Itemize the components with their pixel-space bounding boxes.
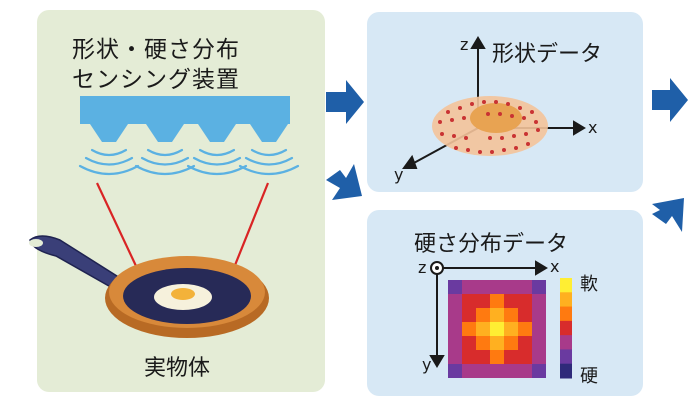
heatmap-cell bbox=[476, 350, 490, 364]
arrow-up-right-icon bbox=[652, 198, 684, 232]
heatmap-cell bbox=[504, 308, 518, 322]
shape-axis-x-label: x bbox=[588, 118, 597, 137]
heatmap-cell bbox=[448, 350, 462, 364]
colorbar-segment bbox=[560, 292, 572, 308]
heatmap-cell bbox=[448, 308, 462, 322]
heatmap-cell bbox=[462, 308, 476, 322]
heatmap-cell bbox=[518, 294, 532, 308]
flow-arrows bbox=[326, 78, 688, 232]
colorbar-segment bbox=[560, 278, 572, 293]
shape-axis-y-label: y bbox=[394, 165, 403, 184]
hardness-axis-x-label: x bbox=[550, 257, 559, 276]
heatmap-cell bbox=[448, 322, 462, 336]
heatmap-cell bbox=[532, 308, 546, 322]
heatmap-cell bbox=[490, 336, 504, 350]
arrow-down-right-icon bbox=[326, 164, 362, 200]
heatmap-cell bbox=[532, 364, 546, 378]
arrow-right-icon bbox=[326, 80, 364, 124]
heatmap-cell bbox=[518, 322, 532, 336]
heatmap-cell bbox=[518, 280, 532, 294]
heatmap-cell bbox=[490, 322, 504, 336]
heatmap-cell bbox=[490, 308, 504, 322]
heatmap-cell bbox=[504, 364, 518, 378]
heatmap-cell bbox=[504, 322, 518, 336]
heatmap-cell bbox=[532, 294, 546, 308]
heatmap-cell bbox=[504, 336, 518, 350]
heatmap-cell bbox=[532, 280, 546, 294]
device-title-line2: センシング装置 bbox=[72, 67, 240, 93]
heatmap-cell bbox=[448, 364, 462, 378]
point-cloud bbox=[432, 96, 548, 156]
heatmap-cell bbox=[462, 322, 476, 336]
frying-pan-icon bbox=[29, 235, 269, 338]
heatmap-cell bbox=[462, 364, 476, 378]
heatmap-cell bbox=[532, 350, 546, 364]
colorbar-segment bbox=[560, 306, 572, 322]
heatmap-cell bbox=[462, 280, 476, 294]
heatmap-cell bbox=[462, 336, 476, 350]
heatmap-cell bbox=[504, 294, 518, 308]
heatmap-cell bbox=[476, 308, 490, 322]
object-label: 実物体 bbox=[144, 356, 211, 381]
heatmap-cell bbox=[476, 322, 490, 336]
heatmap-cell bbox=[490, 280, 504, 294]
heatmap-cell bbox=[490, 294, 504, 308]
colorbar-segment bbox=[560, 363, 572, 379]
colorbar-segment bbox=[560, 335, 572, 350]
sound-waves-icon bbox=[78, 148, 300, 176]
heatmap-cell bbox=[462, 350, 476, 364]
sensing-device-icon bbox=[80, 96, 290, 142]
hardness-colorbar bbox=[560, 278, 572, 379]
scale-soft-label: 軟 bbox=[580, 274, 598, 295]
scale-hard-label: 硬 bbox=[580, 366, 598, 387]
shape-axis-z-label: z bbox=[460, 35, 468, 54]
arrow-right-icon-2 bbox=[652, 78, 688, 122]
heatmap-cell bbox=[476, 294, 490, 308]
heatmap-cell bbox=[476, 364, 490, 378]
heatmap-cell bbox=[448, 294, 462, 308]
heatmap-cell bbox=[476, 280, 490, 294]
hardness-axis-y-label: y bbox=[422, 355, 431, 374]
heatmap-cell bbox=[448, 280, 462, 294]
heatmap-cell bbox=[448, 336, 462, 350]
heatmap-cell bbox=[504, 280, 518, 294]
heatmap-cell bbox=[504, 350, 518, 364]
heatmap-cell bbox=[490, 364, 504, 378]
heatmap-cell bbox=[518, 364, 532, 378]
heatmap-cell bbox=[518, 336, 532, 350]
hardness-2d-axes bbox=[429, 260, 548, 368]
heatmap-cell bbox=[490, 350, 504, 364]
colorbar-segment bbox=[560, 320, 572, 336]
shape-data-title: 形状データ bbox=[492, 42, 603, 67]
heatmap-cell bbox=[462, 294, 476, 308]
heatmap-cell bbox=[532, 322, 546, 336]
heatmap-cell bbox=[532, 336, 546, 350]
hardness-heatmap bbox=[448, 280, 546, 378]
colorbar-segment bbox=[560, 349, 572, 365]
hardness-axis-z-label: z bbox=[418, 258, 426, 277]
heatmap-cell bbox=[518, 308, 532, 322]
hardness-data-title: 硬さ分布データ bbox=[414, 232, 569, 257]
heatmap-cell bbox=[518, 350, 532, 364]
device-title-line1: 形状・硬さ分布 bbox=[72, 37, 240, 63]
heatmap-cell bbox=[476, 336, 490, 350]
